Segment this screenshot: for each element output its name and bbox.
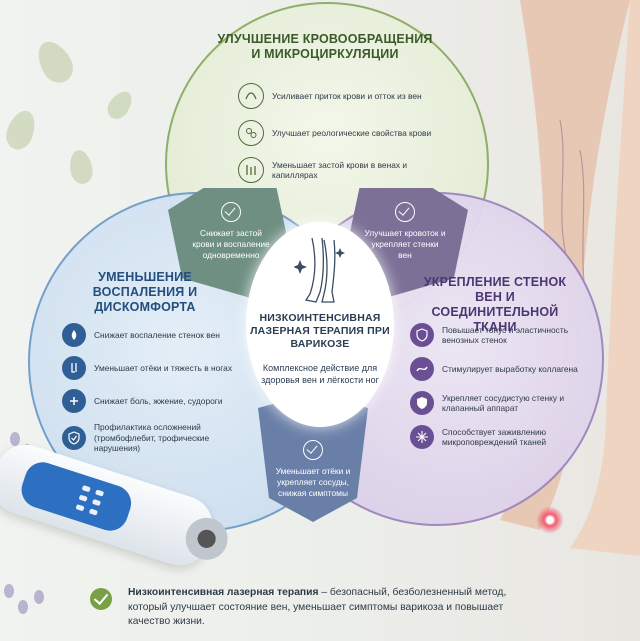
footer-rest: – безопасный, безболезненный метод, кото… <box>128 587 507 627</box>
check-icon <box>395 202 415 222</box>
check-icon <box>303 440 323 460</box>
footer: Низкоинтенсивная лазерная терапия – безо… <box>0 580 640 641</box>
overlap-green-purple-text: Улучшает кровоток и укрепляет стенки вен <box>364 228 446 260</box>
shield-check-icon <box>62 425 86 450</box>
list-item-text: Снижает боль, жжение, судороги <box>94 395 223 406</box>
circulation-list: Усиливает приток крови и отток из вен Ул… <box>238 83 438 194</box>
list-item-text: Укрепляет сосудистую стенку и клапанный … <box>442 392 565 414</box>
lavender-decoration <box>10 432 20 446</box>
list-item-text: Профилактика осложнений (тромбофлебит, т… <box>94 422 210 453</box>
list-item-text: Усиливает приток крови и отток из вен <box>272 90 422 101</box>
list-item: Уменьшает отёки и тяжесть в ногах <box>62 356 234 380</box>
lavender-decoration <box>34 590 44 604</box>
leaf-decoration <box>31 35 79 89</box>
inflammation-title: УМЕНЬШЕНИЕ ВОСПАЛЕНИЯ И ДИСКОМФОРТА <box>92 270 198 314</box>
healing-icon <box>410 425 434 449</box>
laser-glow <box>536 506 564 534</box>
circulation-title: УЛУЧШЕНИЕ КРОВООБРАЩЕНИЯ И МИКРОЦИРКУЛЯЦ… <box>217 32 433 61</box>
vein-shield-icon <box>410 323 434 347</box>
collagen-icon <box>410 357 434 381</box>
list-item-text: Снижает воспаление стенок вен <box>94 329 220 340</box>
check-icon <box>221 202 241 222</box>
overlap-blue-purple: Уменьшает отёки и укрепляет сосуды, сниж… <box>258 402 368 522</box>
footer-bold: Низкоинтенсивная лазерная терапия <box>128 587 319 598</box>
legs-heaviness-icon <box>62 356 86 380</box>
vein-wall-list: Повышает тонус и эластичность венозных с… <box>410 323 588 459</box>
blood-cells-icon <box>238 120 264 146</box>
center-panel <box>246 222 394 427</box>
leaf-decoration <box>67 148 95 186</box>
list-item: Усиливает приток крови и отток из вен <box>238 83 438 109</box>
list-item-text: Способствует заживлению микроповреждений… <box>442 426 547 448</box>
lavender-decoration <box>4 584 14 598</box>
list-item: Стимулирует выработку коллагена <box>410 357 588 381</box>
leaf-decoration <box>1 106 41 154</box>
lavender-decoration <box>18 600 28 614</box>
vein-wall-title: УКРЕПЛЕНИЕ СТЕНОК ВЕН И СОЕДИНИТЕЛЬНОЙ Т… <box>423 275 567 334</box>
overlap-blue-purple-text: Уменьшает отёки и укрепляет сосуды, сниж… <box>275 466 351 498</box>
inflammation-icon <box>62 323 86 347</box>
vessel-strength-icon <box>410 391 434 415</box>
list-item-text: Уменьшает отёки и тяжесть в ногах <box>94 362 233 373</box>
list-item: Укрепляет сосудистую стенку и клапанный … <box>410 391 588 415</box>
list-item: Повышает тонус и эластичность венозных с… <box>410 323 588 347</box>
center-subtitle: Комплексное действие для здоровья вен и … <box>261 363 379 385</box>
footer-text: Низкоинтенсивная лазерная терапия – безо… <box>128 586 528 630</box>
list-item: Способствует заживлению микроповреждений… <box>410 425 588 449</box>
list-item: Улучшает реологические свойства крови <box>238 120 438 146</box>
check-circle-icon <box>90 588 112 610</box>
legs-sparkle-icon <box>294 237 345 303</box>
leaf-decoration <box>103 86 137 124</box>
vessels-icon <box>238 157 264 183</box>
blood-flow-icon <box>238 83 264 109</box>
list-item: Уменьшает застой крови в венах и капилля… <box>238 157 438 183</box>
inflammation-list: Снижает воспаление стенок вен Уменьшает … <box>62 323 234 463</box>
list-item-text: Повышает тонус и эластичность венозных с… <box>442 324 569 346</box>
list-item: Снижает воспаление стенок вен <box>62 323 234 347</box>
overlap-green-blue-text: Снижает застой крови и воспаление одновр… <box>192 228 270 260</box>
list-item-text: Улучшает реологические свойства крови <box>272 127 432 138</box>
list-item-text: Уменьшает застой крови в венах и капилля… <box>272 159 408 181</box>
center-title: НИЗКОИНТЕНСИВНАЯ ЛАЗЕРНАЯ ТЕРАПИЯ ПРИ ВА… <box>250 312 390 350</box>
pain-relief-icon <box>62 389 86 413</box>
list-item: Снижает боль, жжение, судороги <box>62 389 234 413</box>
list-item-text: Стимулирует выработку коллагена <box>442 363 578 374</box>
list-item: Профилактика осложнений (тромбофлебит, т… <box>62 422 234 454</box>
